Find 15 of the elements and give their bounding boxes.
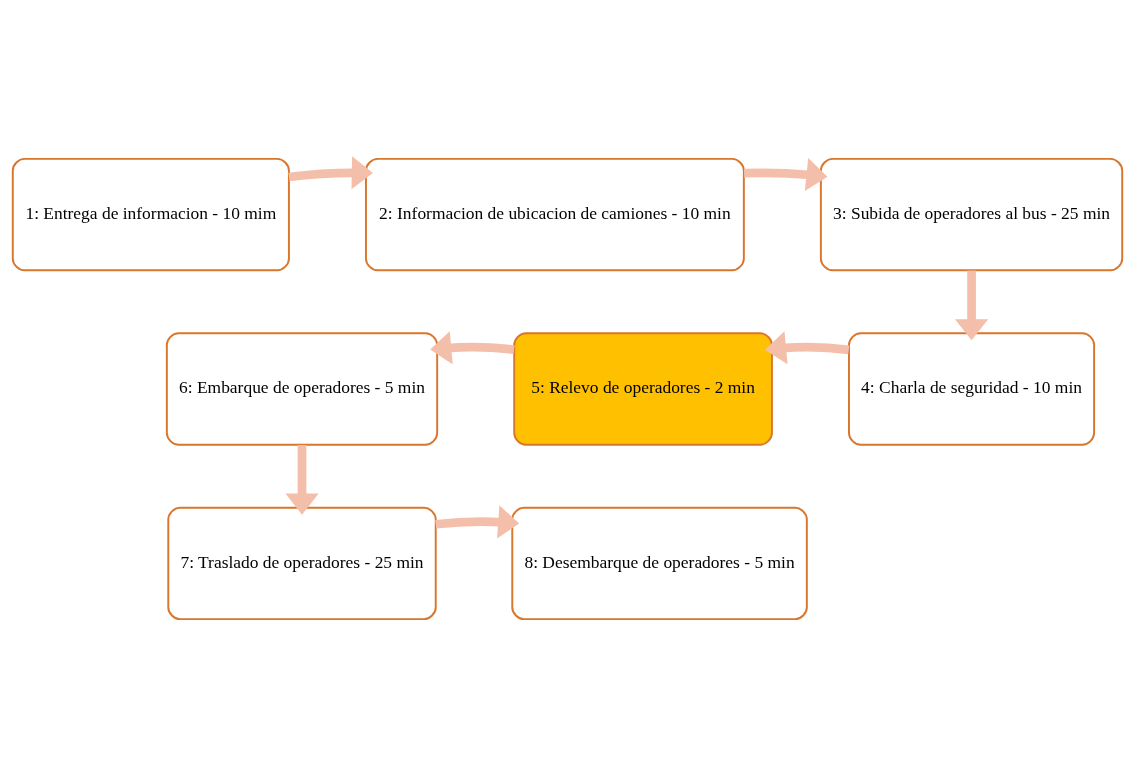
node-box: 7: Traslado de operadores - 25 min [167, 506, 437, 621]
arrow [743, 158, 828, 192]
node-box: 3: Subida de operadores al bus - 25 min [819, 157, 1124, 272]
arrow [285, 445, 319, 515]
node-box: 5: Relevo de operadores - 2 min [513, 332, 773, 446]
node-box: 4: Charla de seguridad - 10 min [848, 332, 1096, 446]
arrow [954, 270, 989, 341]
node-box: 1: Entrega de informacion - 10 mim [11, 157, 290, 272]
arrow [765, 331, 850, 365]
arrow [430, 331, 515, 365]
arrow [288, 156, 373, 190]
arrow [435, 505, 520, 539]
node-box: 2: Informacion de ubicacion de camiones - 10 min [365, 157, 745, 272]
node-box: 6: Embarque de operadores - 5 min [165, 332, 439, 446]
node-box: 8: Desembarque de operadores - 5 min [511, 506, 808, 621]
